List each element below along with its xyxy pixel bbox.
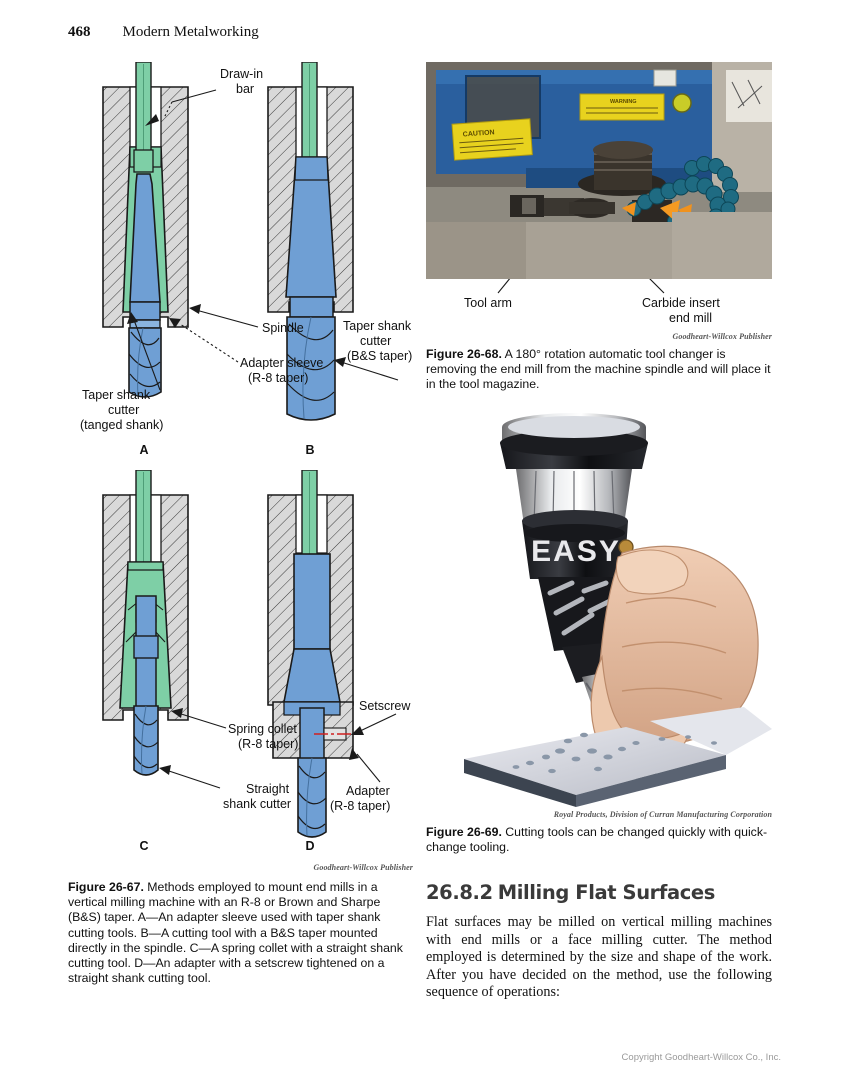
label-spring-collet-line1: Spring collet xyxy=(228,722,297,736)
right-column: CAUTION WARNING xyxy=(426,62,772,1002)
label-adapter-sleeve-line1: Adapter sleeve xyxy=(240,356,323,370)
label-carbide-insert-line2: end mill xyxy=(669,311,712,325)
page-number: 468 xyxy=(68,24,91,40)
left-column: Draw-in bar Spindle Adapter sleeve (R-8 … xyxy=(68,62,413,999)
panel-letter-c: C xyxy=(139,839,148,853)
page-footer-copyright: Copyright Goodheart-Willcox Co., Inc. xyxy=(621,1052,781,1063)
panel-letter-b: B xyxy=(305,443,314,457)
tool-brand-text: EASY xyxy=(531,535,621,568)
panel-c-drawing xyxy=(102,470,227,789)
diagram-cd: Spring collet (R-8 taper) Straight shank… xyxy=(102,470,411,853)
panel-d-drawing xyxy=(267,470,397,838)
coolant-hoses xyxy=(626,156,739,238)
figure-26-69-caption-label: Figure 26-69. xyxy=(426,824,502,839)
figure-26-68-caption: Figure 26-68. A 180° rotation automatic … xyxy=(426,347,772,393)
diagram-ab: Draw-in bar Spindle Adapter sleeve (R-8 … xyxy=(80,62,412,457)
section-title: Milling Flat Surfaces xyxy=(497,881,716,905)
figure-26-67-panels-cd: Spring collet (R-8 taper) Straight shank… xyxy=(68,470,413,860)
figure-26-68-labels: Tool arm Carbide insert end mill xyxy=(464,279,720,325)
label-adapter-line1: Adapter xyxy=(346,784,390,798)
svg-text:WARNING: WARNING xyxy=(610,99,637,105)
label-taper-shank-tanged-line2: cutter xyxy=(108,403,139,417)
label-draw-in-bar-line1: Draw-in xyxy=(220,67,263,81)
figure-26-67-caption-text: Methods employed to mount end mills in a… xyxy=(68,880,403,986)
label-taper-shank-bs-line3: (B&S taper) xyxy=(347,349,412,363)
section-paragraph: Flat surfaces may be milled on vertical … xyxy=(426,914,772,1001)
label-taper-shank-tanged-line3: (tanged shank) xyxy=(80,418,163,432)
figure-26-69-credit: Royal Products, Division of Curran Manuf… xyxy=(553,809,772,819)
page-header: 468 Modern Metalworking xyxy=(68,24,259,41)
figure-26-68-photo: CAUTION WARNING xyxy=(426,62,772,279)
label-setscrew: Setscrew xyxy=(359,699,411,713)
figure-26-68-caption-text: A 180° rotation automatic tool changer i… xyxy=(426,347,771,392)
figure-26-68-caption-label: Figure 26-68. xyxy=(426,347,502,361)
figure-26-69-photo: EASY xyxy=(426,406,772,807)
svg-text:CAUTION: CAUTION xyxy=(463,129,495,138)
label-tool-arm: Tool arm xyxy=(464,296,512,310)
panel-b-drawing xyxy=(267,62,399,421)
panel-letter-d: D xyxy=(305,839,314,853)
label-straight-shank-line1: Straight xyxy=(246,782,290,796)
figure-26-67-caption-label: Figure 26-67. xyxy=(68,880,144,894)
label-taper-shank-bs-line1: Taper shank xyxy=(343,319,412,333)
label-straight-shank-line2: shank cutter xyxy=(223,797,291,811)
figure-26-69-caption-text: Cutting tools can be changed quickly wit… xyxy=(426,824,768,854)
figure-26-68-credit: Goodheart-Willcox Publisher xyxy=(672,332,772,341)
label-spring-collet-line2: (R-8 taper) xyxy=(238,737,298,751)
label-adapter-line2: (R-8 taper) xyxy=(330,799,390,813)
workpiece-with-chips xyxy=(464,706,772,807)
panel-letter-a: A xyxy=(139,443,148,457)
figure-26-67-credit: Goodheart-Willcox Publisher xyxy=(313,863,413,872)
figure-26-67-panels-ab: Draw-in bar Spindle Adapter sleeve (R-8 … xyxy=(68,62,413,462)
section-number: 26.8.2 xyxy=(426,881,493,905)
warning-label: WARNING xyxy=(579,93,665,121)
running-head: Modern Metalworking xyxy=(122,24,259,40)
label-taper-shank-bs-line2: cutter xyxy=(360,334,391,348)
label-spindle: Spindle xyxy=(262,321,304,335)
hand xyxy=(590,545,759,764)
quick-change-tooling-photo: EASY xyxy=(426,406,772,807)
label-taper-shank-tanged-line1: Taper shank xyxy=(82,388,151,402)
figure-26-67-caption: Figure 26-67. Methods employed to mount … xyxy=(68,880,413,986)
tool-changer-photo: CAUTION WARNING xyxy=(426,62,772,279)
label-carbide-insert-line1: Carbide insert xyxy=(642,296,720,310)
panel-a-drawing xyxy=(102,62,259,398)
figure-26-69-caption: Figure 26-69. Cutting tools can be chang… xyxy=(426,825,772,855)
tool-arm-part xyxy=(510,195,615,218)
label-draw-in-bar-line2: bar xyxy=(236,82,254,96)
label-adapter-sleeve-line2: (R-8 taper) xyxy=(248,371,308,385)
